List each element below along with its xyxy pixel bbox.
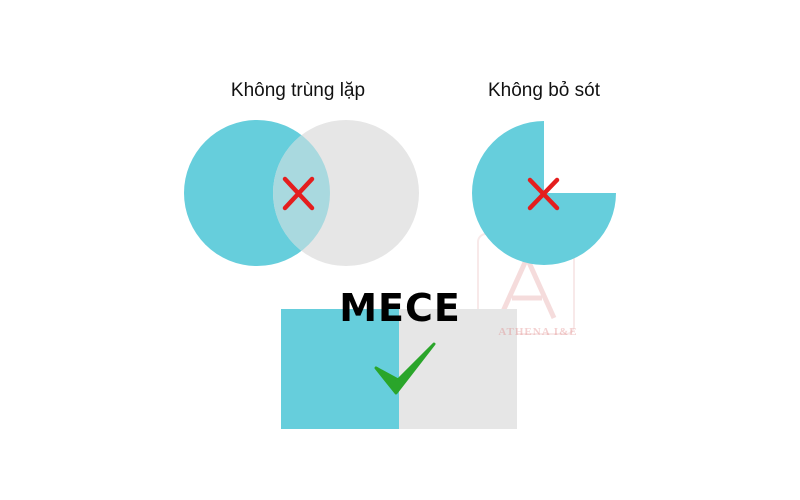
no-gap-label: Không bỏ sót xyxy=(488,80,600,101)
cross-icon xyxy=(527,177,560,211)
check-icon xyxy=(374,342,436,395)
no-overlap-label: Không trùng lặp xyxy=(230,80,366,101)
cross-icon xyxy=(282,176,315,211)
mece-title: MECE xyxy=(339,286,461,330)
overlap-region xyxy=(273,120,330,266)
gray-half xyxy=(399,309,517,429)
watermark-text: ATHENA I&E xyxy=(498,326,578,338)
overlap-venn xyxy=(184,120,419,266)
